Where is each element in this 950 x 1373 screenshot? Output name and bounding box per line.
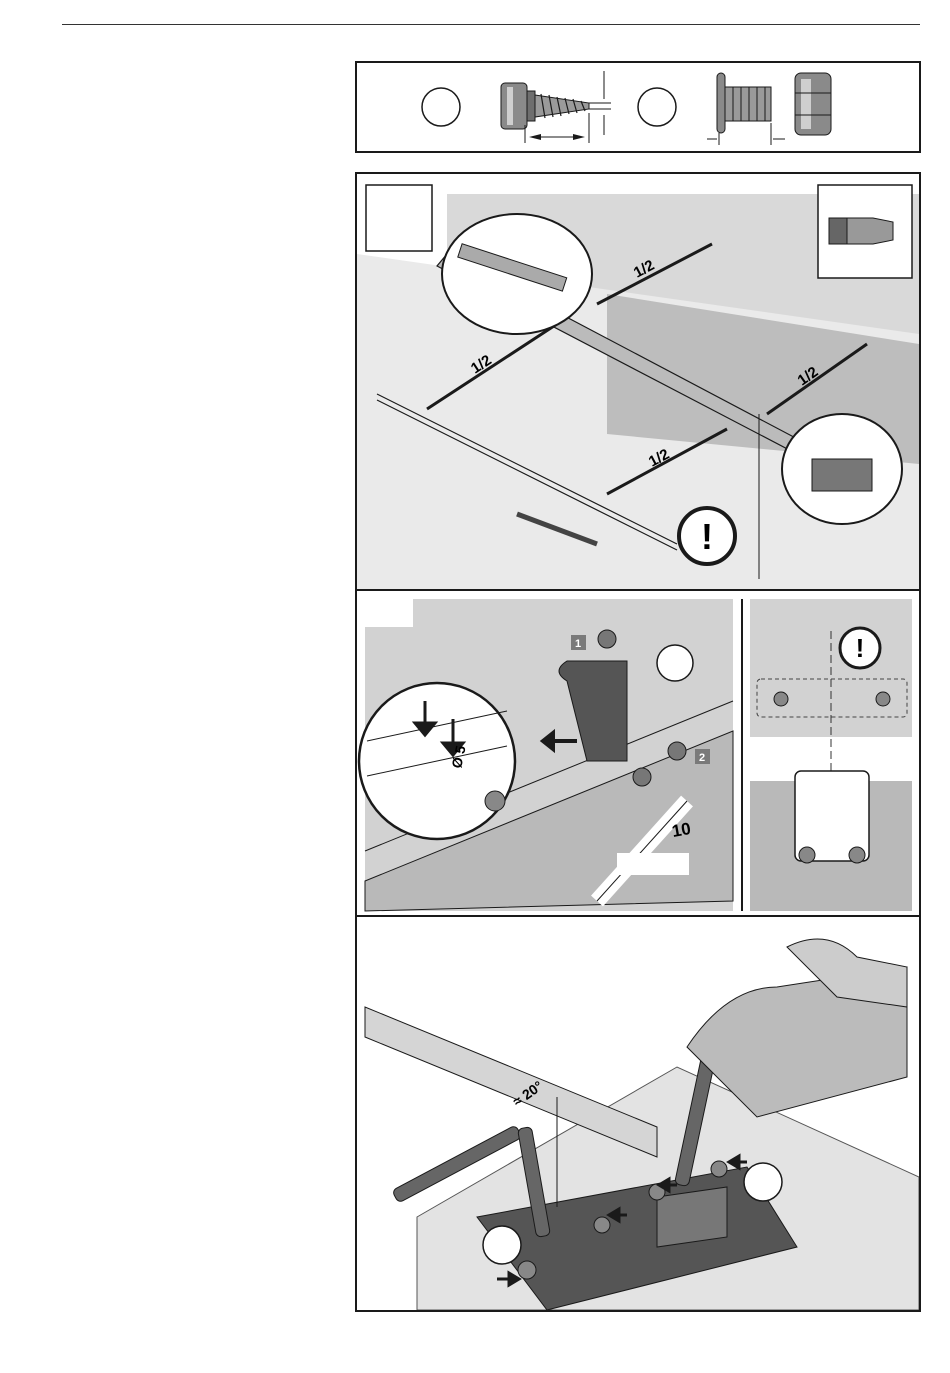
warning-icon: ! (679, 508, 735, 564)
hardware-parts-illustration (357, 63, 919, 151)
strap-installation-illustration: ≈ 20° (357, 917, 919, 1310)
gloves-icon (829, 218, 893, 244)
nut-left-icon (518, 1261, 536, 1279)
part-callout-circle-d (483, 1226, 521, 1264)
bracket-mounting-illustration: Ø 5 1 2 10 ! (357, 591, 919, 915)
hole-mark-right (876, 692, 890, 706)
bracket-mounting-panel: Ø 5 1 2 10 ! (355, 589, 921, 917)
svg-text:1: 1 (575, 638, 581, 650)
header-rule (62, 24, 920, 25)
svg-text:!: ! (701, 516, 713, 557)
rail-alignment-panel: 1/2 1/2 1/2 1/2 ! (355, 172, 921, 589)
step-number-box (366, 185, 432, 251)
hardware-parts-panel (355, 61, 921, 153)
part-callout-circle-a (422, 88, 460, 126)
hex-nut-icon (795, 73, 831, 135)
part-callout-circle-b (638, 88, 676, 126)
strap-installation-panel: ≈ 20° (355, 915, 921, 1312)
screw-3-icon (633, 768, 651, 786)
screw-2-icon (668, 742, 686, 760)
rail-alignment-illustration: 1/2 1/2 1/2 1/2 ! (357, 174, 919, 589)
hole-mark-left (774, 692, 788, 706)
svg-text:2: 2 (699, 752, 705, 764)
carriage-bolt-icon (707, 73, 785, 145)
screw-1-icon (598, 630, 616, 648)
part-callout-circle-e (744, 1163, 782, 1201)
part-callout-circle-c (657, 645, 693, 681)
label-blank-box (617, 853, 689, 875)
svg-text:!: ! (856, 633, 865, 663)
nut-right-icon (711, 1161, 727, 1177)
center-warning-icon: ! (840, 628, 880, 668)
drill-bit-icon (485, 791, 505, 811)
self-tapping-screw-icon (501, 71, 611, 143)
wrench-size-label: 10 (670, 819, 692, 841)
bolt-left-icon (594, 1217, 610, 1233)
